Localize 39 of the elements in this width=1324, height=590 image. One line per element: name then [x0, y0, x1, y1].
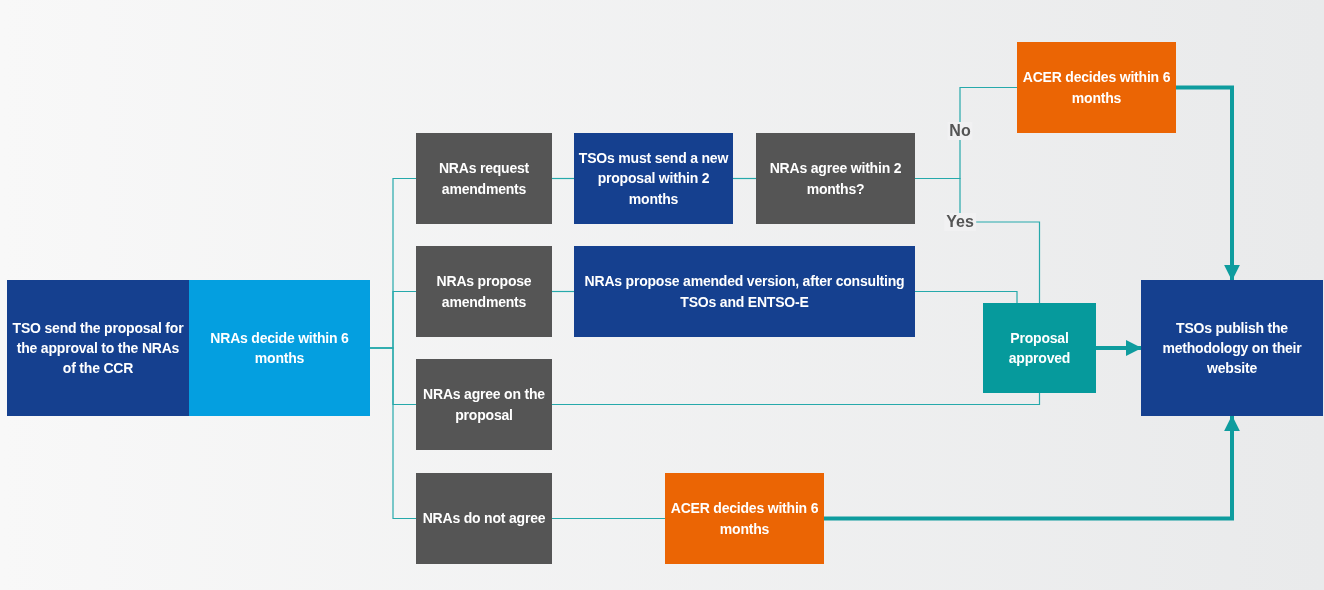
- connector-line: [551, 177, 575, 180]
- arrow: [1176, 85, 1240, 281]
- process-box: [7, 280, 189, 416]
- box-label: ACER decides within 6 months: [1021, 68, 1172, 108]
- box-label: Proposal approved: [1007, 328, 1072, 368]
- box-label: NRAs request amendments: [437, 159, 531, 199]
- process-box: [574, 246, 915, 337]
- arrow: [824, 415, 1240, 521]
- box-label: NRAs do not agree: [422, 509, 546, 529]
- connector-line: [914, 290, 1018, 304]
- process-box: [756, 133, 915, 224]
- arrow: [1096, 340, 1142, 356]
- connector-line: [551, 290, 575, 293]
- process-box: [416, 246, 552, 337]
- connector-line: [914, 177, 1041, 304]
- box-label: NRAs propose amended version, after consulting TSOs and ENTSO-E: [583, 272, 906, 312]
- box-label: ACER decides within 6 months: [669, 499, 820, 539]
- box-label: NRAs agree on the proposal: [422, 385, 546, 425]
- process-box: [189, 280, 370, 416]
- process-box: [665, 473, 824, 564]
- connector-line: [551, 392, 1041, 406]
- process-box: [416, 473, 552, 564]
- process-box: [983, 303, 1096, 393]
- box-label: TSOs publish the methodology on their website: [1161, 318, 1303, 379]
- process-box: [1141, 280, 1323, 416]
- process-box: [416, 133, 552, 224]
- box-label: NRAs propose amendments: [435, 272, 533, 312]
- connector-line: [732, 177, 757, 180]
- process-box: [1017, 42, 1176, 133]
- box-label: NRAs decide within 6 months: [209, 328, 350, 368]
- connector-line: [551, 517, 666, 520]
- box-label: NRAs agree within 2 months?: [768, 159, 903, 199]
- edge-label: No: [947, 122, 973, 140]
- box-label: TSOs must send a new proposal within 2 months: [577, 149, 730, 209]
- edge-label: Yes: [944, 213, 976, 231]
- process-box: [416, 359, 552, 450]
- box-label: TSO send the proposal for the approval to the NRAs of the CCR: [11, 318, 185, 379]
- process-box: [574, 133, 733, 224]
- connector-line: [369, 347, 417, 520]
